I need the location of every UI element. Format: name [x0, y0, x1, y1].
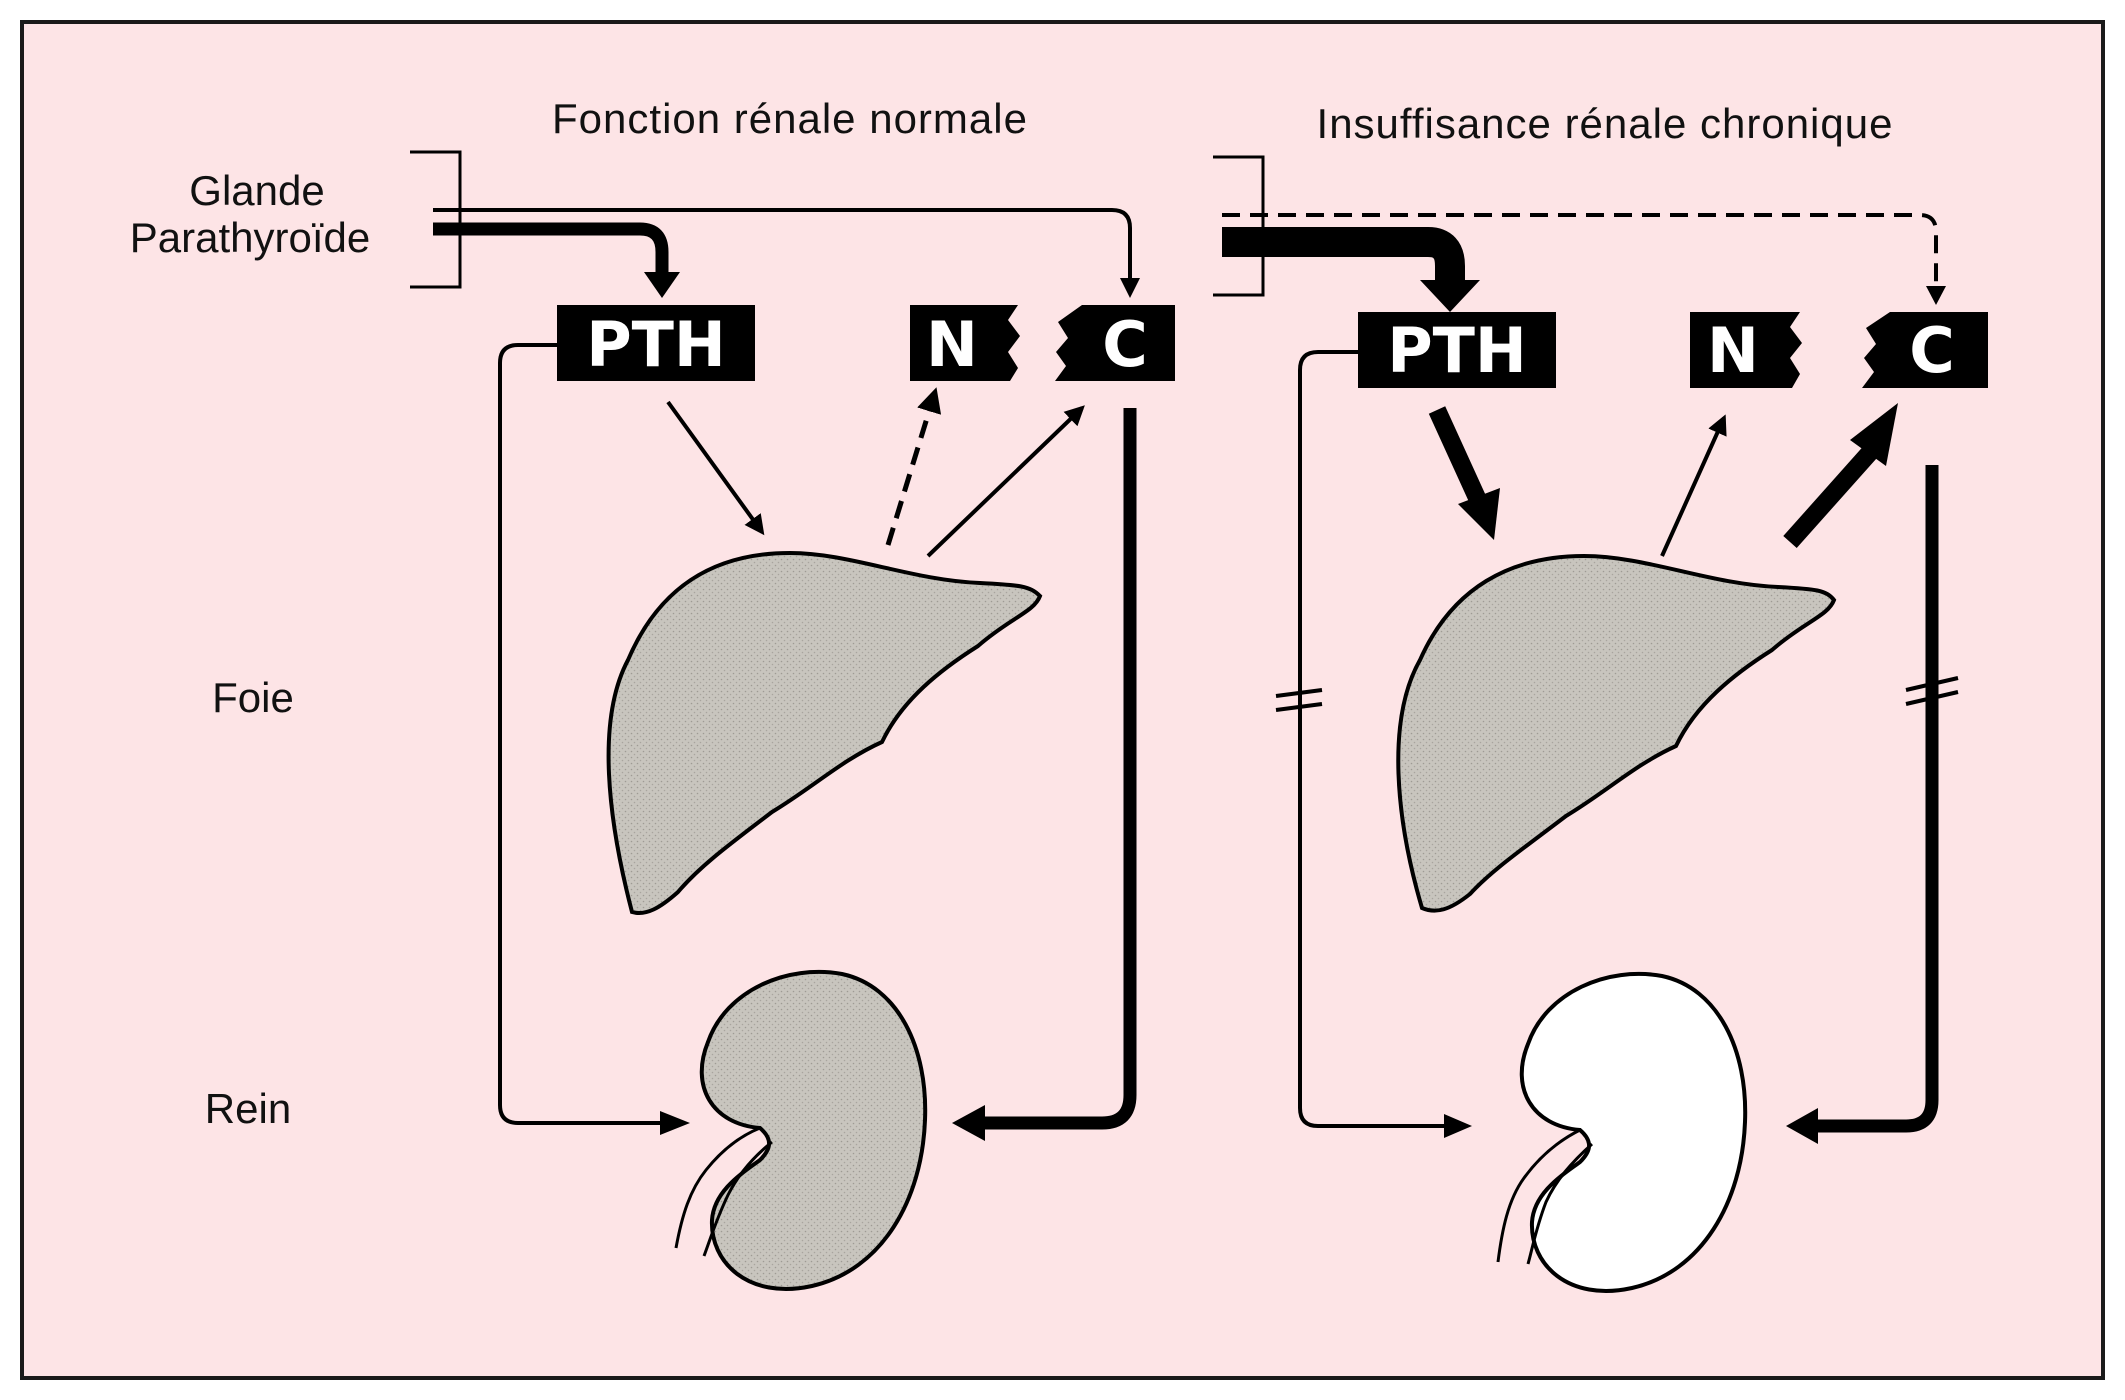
- panel-ckd: PTH N C: [1213, 155, 1988, 1293]
- c-to-kidney-arrow-left: [975, 408, 1137, 1130]
- n-label-right: N: [1707, 314, 1759, 387]
- liver-to-c-arrow-right: [1783, 444, 1879, 548]
- pth-label-right: PTH: [1387, 314, 1527, 387]
- c-label-left: C: [1102, 308, 1148, 381]
- pth-to-kidney-loop-right: [1298, 350, 1450, 1128]
- parathyroid-bracket-left: [410, 150, 462, 289]
- title-left: Fonction rénale normale: [552, 95, 1028, 142]
- pth-to-liver-arrow-left: [666, 400, 765, 536]
- c-to-kidney-arrow-right: [1812, 465, 1939, 1133]
- ureter-right: [1496, 1128, 1594, 1265]
- c-box-left: [1055, 305, 1175, 381]
- n-box-left: [910, 305, 1020, 381]
- pth-secretion-arrow-right: [1222, 227, 1465, 288]
- n-box-right: [1690, 312, 1802, 388]
- ureter-left: [674, 1126, 773, 1257]
- liver-to-n-arrow-right: [1660, 414, 1727, 557]
- kidney-left: [699, 969, 928, 1291]
- c-label-right: C: [1909, 314, 1955, 387]
- pth-box-left: [557, 305, 755, 381]
- liver-left: [606, 550, 1043, 915]
- title-right: Insuffisance rénale chronique: [1317, 100, 1894, 147]
- pth-to-liver-arrow-right: [1428, 406, 1487, 504]
- kidney-right: [1519, 971, 1748, 1293]
- liver-right: [1396, 553, 1837, 913]
- label-foie: Foie: [212, 674, 294, 721]
- label-parathyroide: Parathyroïde: [130, 214, 370, 261]
- block-mark-c-right: [1905, 676, 1959, 706]
- pth-to-kidney-loop-left: [498, 343, 668, 1125]
- pth-secretion-arrow-left: [433, 222, 669, 280]
- label-glande: Glande: [189, 167, 324, 214]
- block-mark-pth-right: [1275, 688, 1323, 712]
- pth-label-left: PTH: [586, 308, 726, 381]
- panel-normal: PTH N C: [410, 150, 1175, 1291]
- liver-to-c-arrow-left: [926, 405, 1085, 558]
- parathyroid-bracket-right: [1213, 155, 1265, 297]
- frame: [20, 20, 2105, 1380]
- label-rein: Rein: [205, 1085, 291, 1132]
- c-secretion-arrow-left: [433, 208, 1132, 284]
- pth-box-right: [1358, 312, 1556, 388]
- c-box-right: [1862, 312, 1988, 388]
- c-secretion-dashed-arrow-right: [1222, 213, 1938, 290]
- n-label-left: N: [926, 308, 978, 381]
